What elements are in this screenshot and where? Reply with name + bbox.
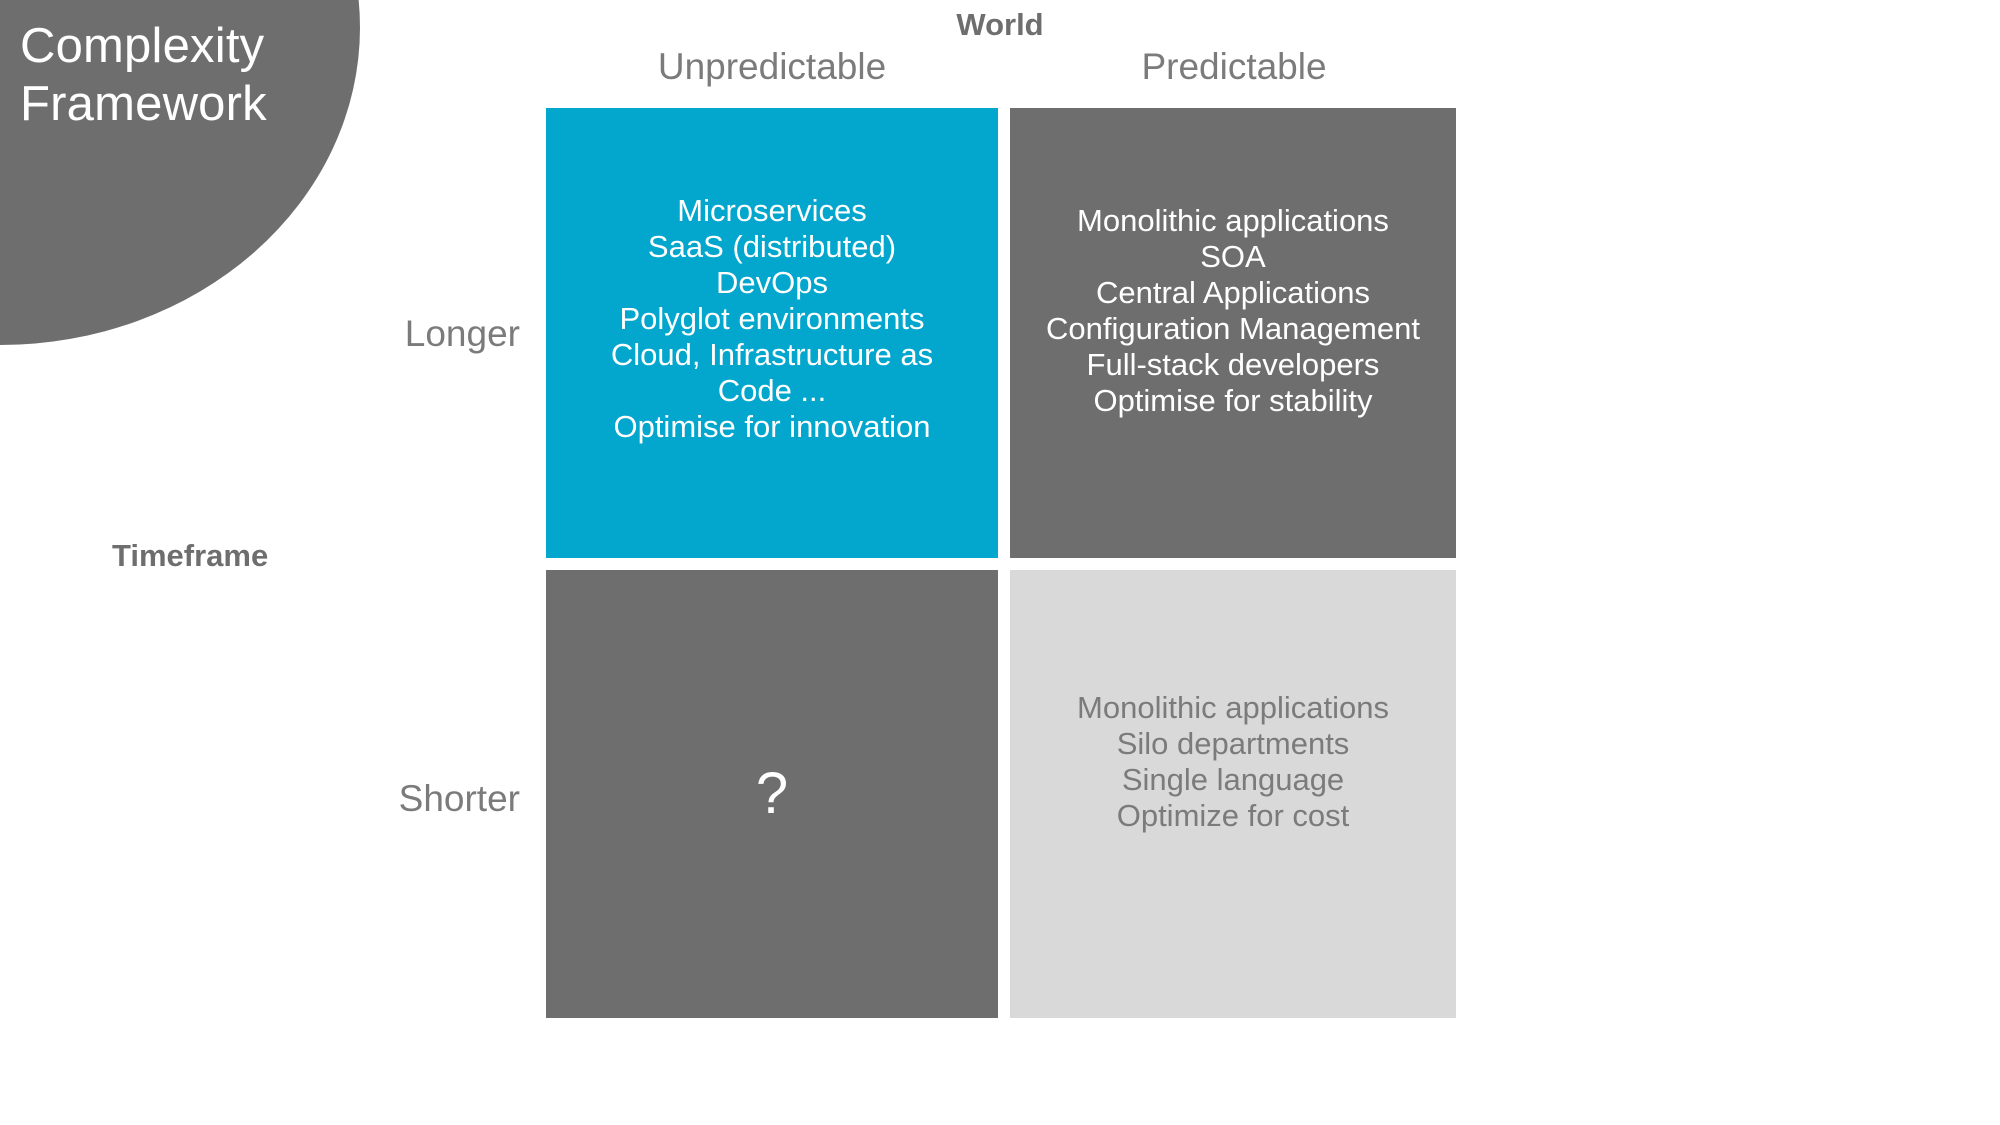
page-title-line-2: Framework xyxy=(20,76,267,131)
quadrant-shorter-predictable-text: Monolithic applications Silo departments… xyxy=(1077,690,1389,834)
quadrant-line: Microservices xyxy=(677,192,867,228)
quadrant-line: Configuration Management xyxy=(1046,311,1420,346)
quadrant-grid: Microservices SaaS (distributed) DevOps … xyxy=(546,108,1456,1018)
quadrant-line: DevOps xyxy=(716,264,828,300)
quadrant-line: Central Applications xyxy=(1095,274,1370,310)
quadrant-line: Optimise for innovation xyxy=(613,409,931,445)
page-title-line-1: Complexity xyxy=(20,19,265,73)
quadrant-line: Full-stack developers xyxy=(1086,347,1380,383)
quadrant-line: Polyglot environments xyxy=(619,300,925,336)
quadrant-line: SaaS (distributed) xyxy=(647,228,897,264)
column-label-predictable: Predictable xyxy=(1141,46,1327,87)
column-label-unpredictable: Unpredictable xyxy=(657,46,887,87)
quadrant-line: Monolithic applications xyxy=(1077,689,1389,725)
quadrant-line: Cloud, Infrastructure as xyxy=(610,337,934,373)
quadrant-line: Silo departments xyxy=(1116,725,1350,761)
x-axis-title: World xyxy=(956,7,1044,42)
quadrant-shorter-unpredictable[interactable]: ? xyxy=(546,570,998,1018)
y-axis-title: Timeframe xyxy=(112,538,269,573)
quadrant-longer-unpredictable-text: Microservices SaaS (distributed) DevOps … xyxy=(611,193,933,446)
quadrant-line: Single language xyxy=(1121,762,1345,797)
quadrant-line: Optimize for cost xyxy=(1116,798,1350,834)
quadrant-line: Optimise for stability xyxy=(1093,383,1373,419)
row-label-longer: Longer xyxy=(404,313,520,354)
quadrant-longer-predictable-text: Monolithic applications SOA Central Appl… xyxy=(1046,203,1420,420)
quadrant-line: Code ... xyxy=(717,373,827,409)
quadrant-line: Monolithic applications xyxy=(1077,202,1389,238)
page-title: Complexity Framework xyxy=(20,18,350,134)
quadrant-shorter-predictable[interactable]: Monolithic applications Silo departments… xyxy=(1010,570,1456,1018)
quadrant-longer-unpredictable[interactable]: Microservices SaaS (distributed) DevOps … xyxy=(546,108,998,558)
row-label-shorter: Shorter xyxy=(398,778,520,819)
quadrant-line: SOA xyxy=(1200,238,1266,274)
quadrant-longer-predictable[interactable]: Monolithic applications SOA Central Appl… xyxy=(1010,108,1456,558)
question-mark-label: ? xyxy=(755,761,789,826)
